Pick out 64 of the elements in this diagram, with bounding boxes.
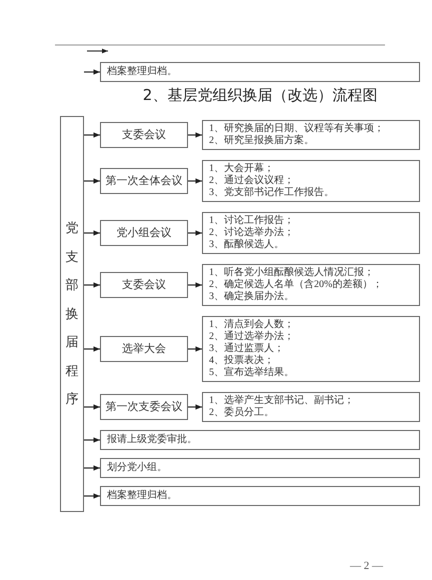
step-label: 支委会议 (122, 279, 166, 291)
note-text: 2、确定候选人名单（含20%的差额）； (209, 279, 384, 290)
note-text: 档案整理归档。 (107, 490, 178, 502)
note-text: 3、党支部书记作工作报告。 (209, 187, 335, 199)
arrow (188, 282, 202, 288)
note-text: 2、讨论选举办法； (209, 227, 295, 238)
note-box (100, 458, 420, 478)
note-box (100, 430, 420, 450)
note-text: 2、通过选举办法； (209, 331, 295, 342)
note-text: 1、选举产生支部书记、副书记； (209, 395, 355, 406)
note-box (202, 212, 420, 254)
arrow (84, 493, 100, 499)
arrow (188, 346, 202, 352)
arrow (84, 178, 100, 184)
step-box (100, 394, 188, 420)
note-text: 1、讨论工作报告； (209, 215, 295, 226)
note-text: 1、清点到会人数； (209, 319, 295, 330)
arrow (84, 132, 100, 138)
note-box (100, 486, 420, 506)
note-text: 划分党小组。 (107, 462, 168, 474)
note-text: 报请上级党委审批。 (107, 434, 198, 446)
arrow (84, 346, 100, 352)
process-column (60, 116, 84, 512)
step-box (100, 220, 188, 246)
column-label: 党支部换届程序 (66, 218, 78, 408)
note-box (100, 62, 420, 82)
step-label: 支委会议 (122, 129, 166, 141)
step-box (100, 122, 188, 148)
note-text: 2、通过会议议程； (209, 175, 295, 186)
arrow (84, 69, 100, 75)
note-box (202, 264, 420, 306)
arrow (84, 230, 100, 236)
note-text: 1、研究换届的日期、议程等有关事项； (209, 123, 385, 134)
note-box (202, 120, 420, 150)
note-text: 2、研究呈报换届方案。 (209, 135, 315, 147)
step-box (100, 336, 188, 362)
note-box (202, 316, 420, 382)
arrow (188, 132, 202, 138)
arrow (84, 282, 100, 288)
step-label: 选举大会 (122, 343, 166, 355)
step-box (100, 272, 188, 298)
page-number: — 2 — (350, 560, 383, 572)
step-box (100, 168, 188, 194)
note-box (202, 392, 420, 422)
step-label: 第一次全体会议 (106, 175, 182, 187)
arrow (188, 230, 202, 236)
diagram-title: 2、基层党组织换届（改选）流程图 (142, 86, 378, 105)
arrow (84, 465, 100, 471)
step-label: 党小组会议 (116, 227, 172, 239)
note-text: 1、大会开幕； (209, 163, 275, 174)
arrow (84, 437, 100, 443)
arrow (188, 178, 202, 184)
note-text: 5、宣布选举结果。 (209, 367, 295, 379)
arrow (84, 404, 100, 410)
note-text: 2、委员分工。 (209, 407, 275, 419)
note-text: 档案整理归档。 (107, 66, 178, 78)
note-box (202, 160, 420, 202)
arrow (188, 404, 202, 410)
note-text: 3、酝酿候选人。 (209, 239, 285, 251)
note-text: 3、通过监票人； (209, 343, 285, 354)
note-text: 1、听各党小组酝酿候选人情况汇报； (209, 267, 375, 278)
note-text: 4、投票表决； (209, 355, 275, 366)
note-text: 3、确定换届办法。 (209, 291, 295, 303)
step-label: 第一次支委会议 (106, 401, 182, 413)
